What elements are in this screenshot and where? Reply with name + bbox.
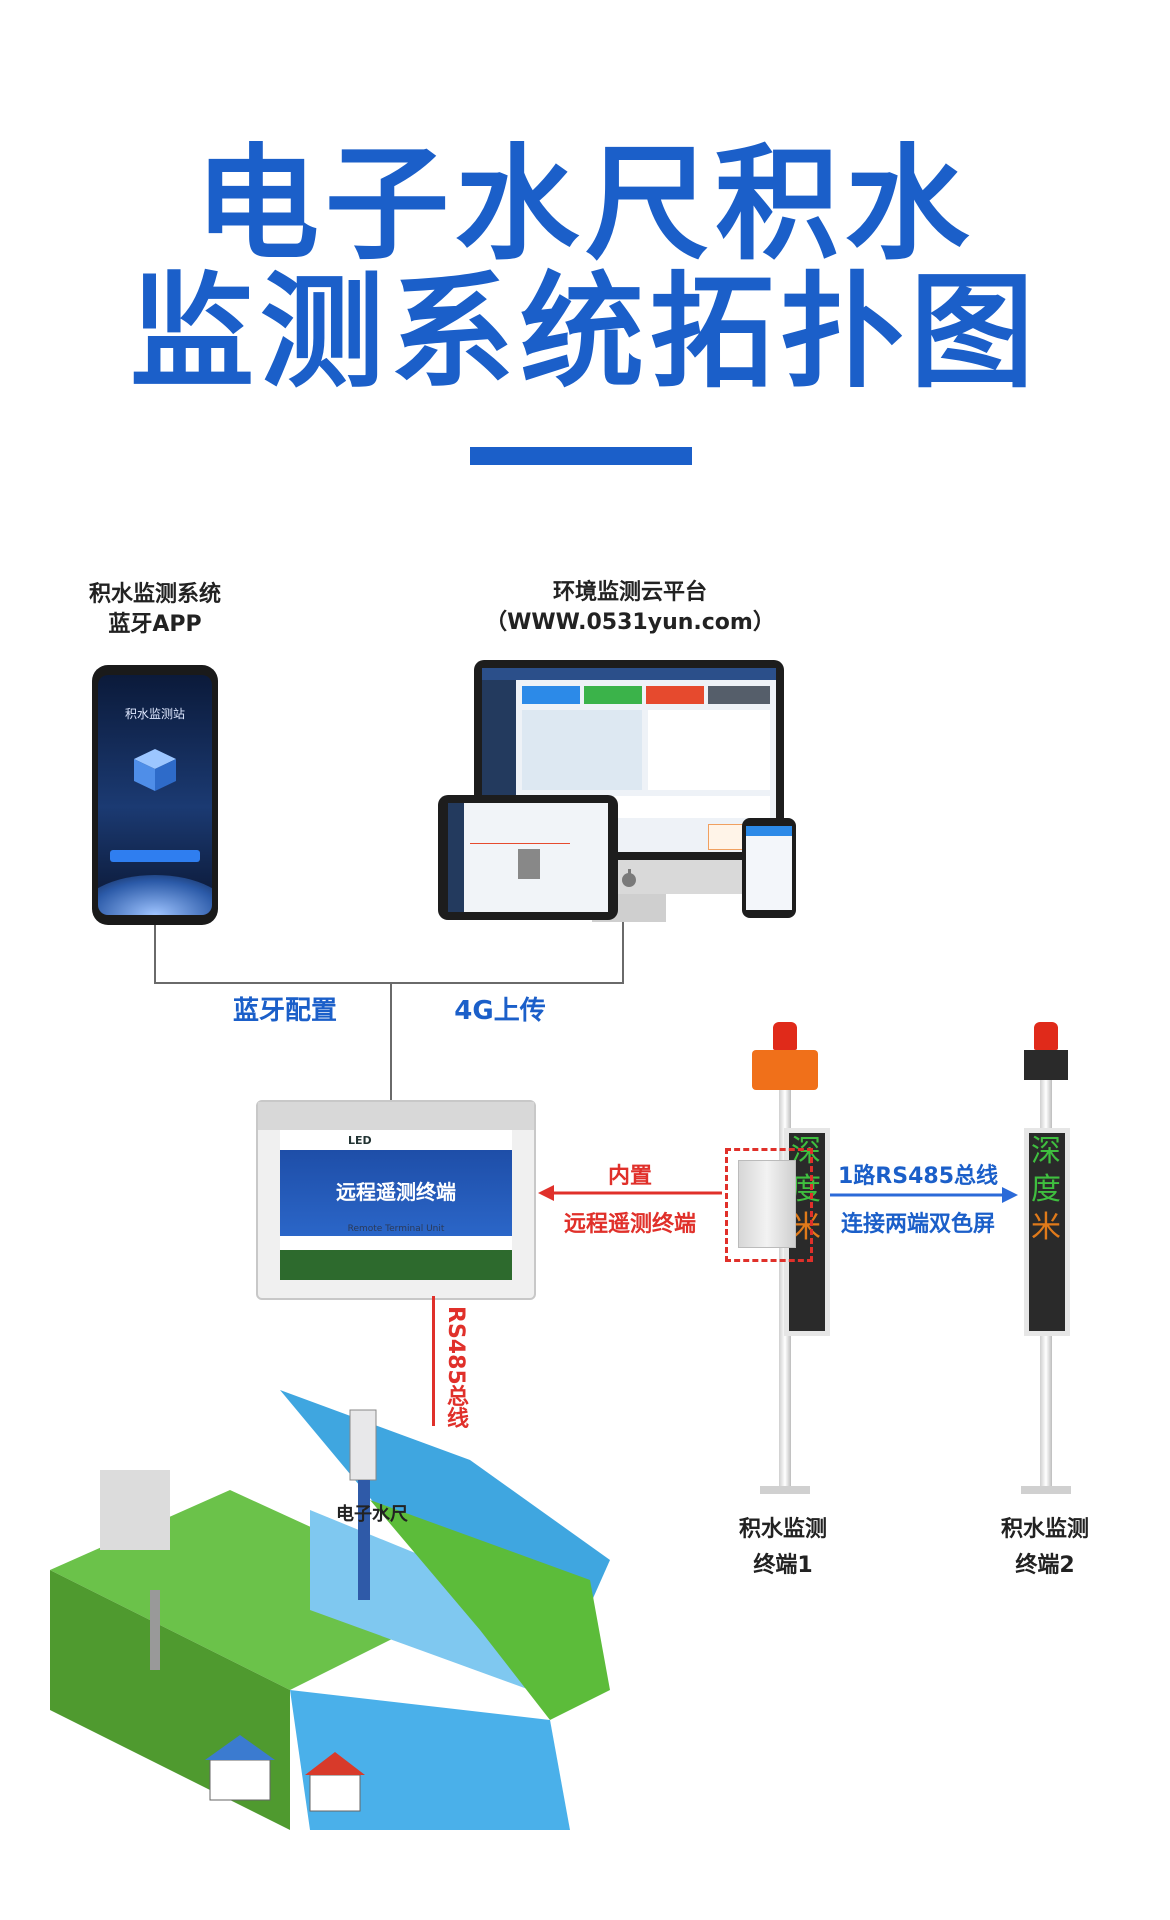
- house-1-roof: [205, 1735, 275, 1760]
- terminal1-label-line-1: 积水监测: [738, 1517, 827, 1542]
- cloud-label-line-2: （WWW.0531yun.com）: [485, 610, 775, 635]
- rtu-top-rail: [258, 1102, 534, 1130]
- rtu-terminal-block: [280, 1250, 512, 1280]
- bus-label-line-1: 1路RS485总线: [837, 1164, 999, 1189]
- hill-right: [370, 1500, 610, 1720]
- smartphone: 积水监测站: [92, 665, 218, 925]
- terminal2-label-line-2: 终端2: [1015, 1553, 1075, 1578]
- app-label-line-1: 积水监测系统: [88, 582, 221, 607]
- rtu-led-indicator: LED: [348, 1134, 372, 1147]
- title-underline: [470, 447, 692, 465]
- terminal2-label-line-1: 积水监测: [1000, 1517, 1089, 1542]
- apple-logo-icon: [622, 869, 636, 887]
- terminal2-label: 积水监测 终端2: [970, 1512, 1120, 1584]
- line-horizontal-top: [154, 982, 624, 984]
- small-phone-header: [746, 826, 792, 836]
- terminal1-label-line-2: 终端1: [753, 1553, 813, 1578]
- house-1: [209, 1759, 271, 1801]
- station-icon: [134, 749, 176, 791]
- line-cloud-down: [622, 922, 624, 983]
- terminal1-enclosure: [738, 1160, 796, 1248]
- terminal1-label: 积水监测 终端1: [708, 1512, 858, 1584]
- bus-label-line-2: 连接两端双色屏: [840, 1212, 995, 1237]
- small-phone-screen: [746, 826, 792, 910]
- water-gauge-ruler: [358, 1480, 370, 1600]
- tablet-chart-line: [470, 843, 570, 844]
- phone-login-button[interactable]: [110, 850, 200, 862]
- terminal1-char-2: 度: [791, 1172, 821, 1207]
- monitor-tile-grey: [708, 686, 770, 704]
- building-left: [100, 1470, 170, 1550]
- terminal2-display: 深 度 米: [1024, 1128, 1070, 1336]
- terminal2-siren: [1024, 1050, 1068, 1080]
- builtin-label-line-1: 内置: [607, 1164, 652, 1189]
- rtu-label-band: [280, 1150, 512, 1236]
- terminal1-base: [760, 1486, 810, 1494]
- arrow-left-to-rtu: [538, 1185, 722, 1201]
- tablet: [438, 795, 618, 920]
- house-2: [309, 1774, 361, 1812]
- title-line-2: 监测系统拓扑图: [129, 261, 1040, 405]
- builtin-label-line-2: 远程遥测终端: [563, 1212, 696, 1237]
- app-label-line-2: 蓝牙APP: [108, 612, 202, 637]
- rs485-line: [432, 1296, 435, 1426]
- terminal1-char-5: 米: [791, 1210, 821, 1245]
- pylon-left: [150, 1590, 160, 1670]
- terminal2-base: [1021, 1486, 1071, 1494]
- monitor-list: [648, 710, 770, 790]
- desktop-monitor: [474, 660, 784, 860]
- monitor-tile-red: [646, 686, 704, 704]
- house-2-roof: [305, 1752, 365, 1775]
- bluetooth-config-label: 蓝牙配置: [232, 996, 337, 1026]
- water-gauge-device: [349, 1409, 377, 1481]
- small-phone: [742, 818, 796, 918]
- earth-graphic: [98, 875, 212, 915]
- terminal1-speaker: [752, 1050, 818, 1090]
- app-label: 积水监测系统 蓝牙APP: [50, 580, 260, 640]
- tablet-dialog: [518, 849, 540, 879]
- rtu-name: 远程遥测终端: [336, 1180, 456, 1204]
- remote-terminal-unit: LED 远程遥测终端 Remote Terminal Unit: [256, 1100, 536, 1300]
- uplink-4g-label: 4G上传: [454, 996, 546, 1026]
- rs485-label: RS485总线: [443, 1306, 468, 1429]
- terminal2-warning-lamp: [1034, 1022, 1058, 1050]
- phone-app-title: 积水监测站: [124, 707, 185, 721]
- terminal2-char-2: 度: [1031, 1172, 1061, 1207]
- terminal2-char-1: 深: [1031, 1134, 1061, 1169]
- title-line-1: 电子水尺积水: [194, 133, 975, 277]
- tablet-screen: [448, 803, 608, 912]
- monitor-header-bar: [482, 668, 776, 680]
- monitor-map: [522, 710, 642, 790]
- rtu-subtitle: Remote Terminal Unit: [347, 1224, 445, 1234]
- phone-screen: 积水监测站: [98, 675, 212, 915]
- dam-scene: [50, 1390, 610, 1830]
- monitor-tile-blue: [522, 686, 580, 704]
- tablet-sidebar: [448, 803, 464, 912]
- monitor-tile-green: [584, 686, 642, 704]
- line-phone-down: [154, 925, 156, 983]
- builtin-highlight-box: [725, 1148, 813, 1262]
- terminal1-char-1: 深: [791, 1134, 821, 1169]
- line-to-rtu: [390, 982, 392, 1102]
- cloud-label: 环境监测云平台 （WWW.0531yun.com）: [460, 578, 800, 638]
- arrow-right-bus: [818, 1187, 1018, 1203]
- terminal1-warning-lamp: [773, 1022, 797, 1050]
- terminal2-char-5: 米: [1031, 1210, 1061, 1245]
- water-gauge-label: 电子水尺: [336, 1504, 408, 1525]
- cloud-label-line-1: 环境监测云平台: [552, 580, 707, 605]
